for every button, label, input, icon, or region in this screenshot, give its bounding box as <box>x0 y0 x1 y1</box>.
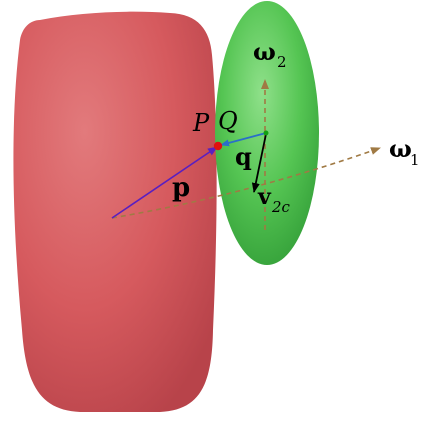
vector-v2c <box>251 133 267 193</box>
label-point-P: P <box>192 109 210 137</box>
vector-p <box>111 146 218 219</box>
label-v-sub: 2c <box>271 198 291 216</box>
label-omega2-main: ω <box>253 37 276 66</box>
point-p-dot <box>213 141 223 151</box>
label-q-vector: q <box>235 142 252 171</box>
red-body <box>13 11 217 413</box>
label-omega2-sub: 2 <box>277 53 287 71</box>
label-v-main: v <box>257 184 272 210</box>
label-p-vector: p <box>172 173 190 203</box>
label-omega1-main: ω <box>389 134 412 163</box>
point-q-dot <box>263 130 269 136</box>
label-point-Q: Q <box>218 107 238 135</box>
vector-q <box>220 132 267 147</box>
label-omega1-sub: 1 <box>410 151 420 169</box>
